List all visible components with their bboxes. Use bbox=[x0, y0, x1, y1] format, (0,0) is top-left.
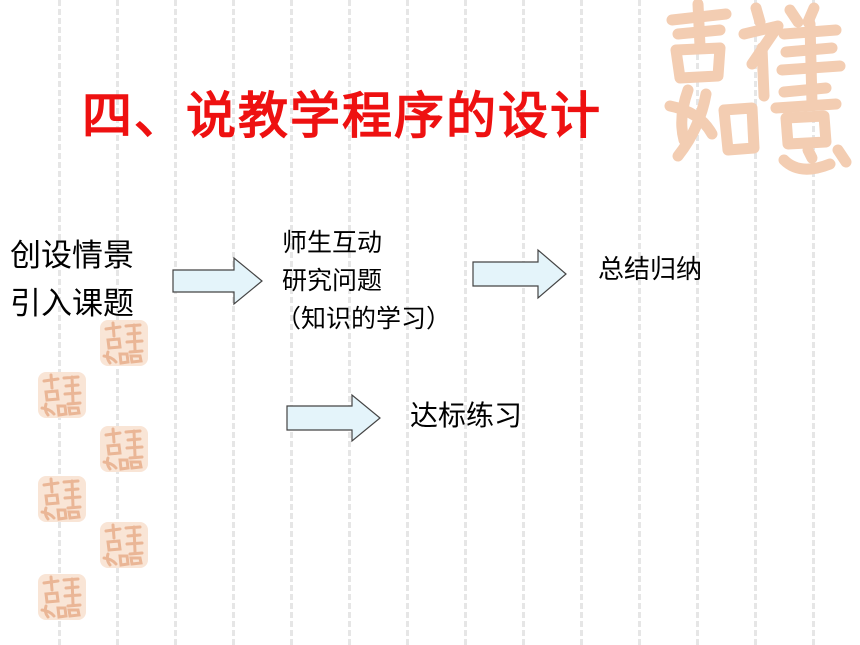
node-practice: 达标练习 bbox=[410, 396, 522, 436]
node-label: 引入课题 bbox=[10, 286, 134, 322]
seal-logo-icon bbox=[100, 320, 148, 366]
dash-line bbox=[290, 0, 293, 645]
node-interaction: 师生互动 研究问题 （知识的学习） bbox=[276, 224, 451, 338]
arrow-shape bbox=[286, 393, 381, 443]
seal-logo-icon bbox=[38, 372, 86, 418]
page-title: 四、说教学程序的设计 bbox=[82, 87, 602, 145]
node-label: 研究问题 bbox=[282, 266, 383, 295]
seal-logo-icon bbox=[100, 522, 148, 568]
dash-line bbox=[58, 0, 61, 645]
seal-logo-icon bbox=[660, 0, 860, 180]
arrow-right-icon bbox=[286, 393, 381, 443]
arrow-shape bbox=[472, 248, 567, 300]
dash-line bbox=[406, 0, 409, 645]
dash-line bbox=[174, 0, 177, 645]
dash-line bbox=[812, 0, 815, 645]
node-label: 总结归纳 bbox=[598, 255, 703, 285]
dash-line bbox=[580, 0, 583, 645]
dash-line bbox=[696, 0, 699, 645]
dash-line bbox=[522, 0, 525, 645]
arrow-right-icon bbox=[472, 248, 567, 300]
node-summary: 总结归纳 bbox=[598, 252, 702, 288]
dash-line bbox=[348, 0, 351, 645]
node-label: （知识的学习） bbox=[276, 304, 452, 333]
node-label: 创设情景 bbox=[10, 238, 134, 274]
arrow-shape bbox=[172, 256, 263, 306]
dash-line bbox=[232, 0, 235, 645]
seal-logo-icon bbox=[38, 574, 86, 620]
dash-line bbox=[754, 0, 757, 645]
seal-logo-icon bbox=[100, 426, 148, 472]
node-intro: 创设情景 引入课题 bbox=[10, 232, 134, 328]
arrow-right-icon bbox=[172, 256, 263, 306]
node-label: 师生互动 bbox=[282, 228, 383, 257]
node-label: 达标练习 bbox=[410, 399, 523, 432]
seal-logo-icon bbox=[38, 476, 86, 522]
dash-line bbox=[638, 0, 641, 645]
dash-line bbox=[464, 0, 467, 645]
